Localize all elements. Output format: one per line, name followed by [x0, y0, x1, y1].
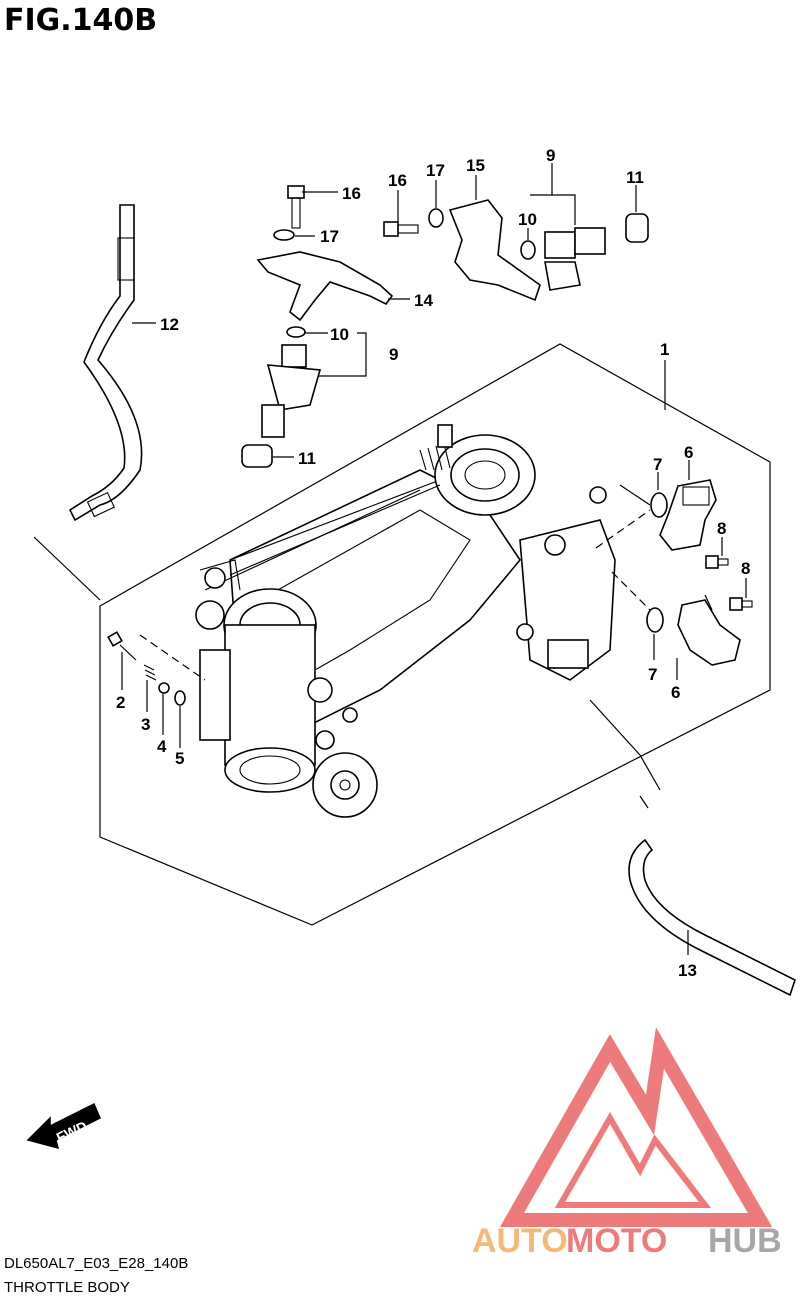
logo-text-hub: HUB — [708, 1222, 782, 1260]
injector-group-left — [241, 185, 394, 468]
callout-10-lower: 10 — [330, 325, 349, 344]
diagram-code: DL650AL7_E03_E28_140B — [4, 1255, 188, 1272]
fwd-arrow: FWD — [26, 1102, 101, 1150]
callout-13: 13 — [678, 961, 697, 980]
logo-text-moto: MOTO — [566, 1222, 667, 1260]
diagram-caption: THROTTLE BODY — [4, 1279, 130, 1296]
hose-13 — [628, 838, 796, 997]
callout-7-upper: 7 — [653, 455, 662, 474]
callout-9-upper: 9 — [546, 146, 555, 165]
callout-2: 2 — [116, 693, 125, 712]
callout-9-lower: 9 — [389, 345, 398, 364]
automotohub-logo: AUTO MOTO HUB — [472, 1027, 782, 1260]
callout-labels: 1 2 3 4 5 6 6 7 7 8 8 9 9 10 10 11 11 12… — [116, 146, 750, 980]
callout-11-lower: 11 — [298, 449, 316, 468]
callout-15: 15 — [466, 156, 485, 175]
callout-6-lower: 6 — [671, 683, 680, 702]
callout-4: 4 — [157, 737, 167, 756]
callout-11-upper: 11 — [626, 168, 644, 187]
callout-12: 12 — [160, 315, 179, 334]
assembly-outline — [33, 343, 771, 926]
callout-14: 14 — [414, 291, 433, 310]
leader-lines — [121, 163, 747, 955]
hose-12 — [68, 204, 143, 522]
callout-16-right: 16 — [388, 171, 407, 190]
figure-title: FIG.140B — [4, 3, 157, 38]
logo-text-auto: AUTO — [472, 1222, 568, 1260]
callout-8-lower: 8 — [741, 559, 750, 578]
callout-7-lower: 7 — [648, 665, 657, 684]
callout-10-upper: 10 — [518, 210, 537, 229]
callout-1: 1 — [660, 340, 669, 359]
callout-17-left: 17 — [320, 227, 339, 246]
callout-5: 5 — [175, 749, 184, 768]
callout-8-upper: 8 — [717, 519, 726, 538]
injector-group-right — [383, 199, 649, 302]
sensor-parts — [107, 479, 753, 706]
callout-6-upper: 6 — [684, 443, 693, 462]
callout-16-left: 16 — [342, 184, 361, 203]
callout-3: 3 — [141, 715, 150, 734]
throttle-body-assembly — [195, 424, 616, 818]
callout-17-right: 17 — [426, 161, 445, 180]
